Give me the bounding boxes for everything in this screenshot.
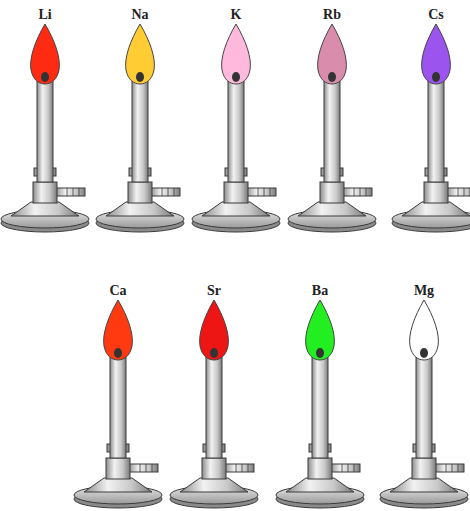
bunsen-burner — [380, 300, 468, 508]
element-label: Mg — [414, 284, 434, 298]
element-label: Cs — [428, 8, 444, 22]
bunsen-burner — [276, 300, 364, 508]
element-label: Ca — [109, 284, 126, 298]
element-label: Ba — [312, 284, 328, 298]
bunsen-burner — [96, 24, 184, 232]
bunsen-burner — [288, 24, 376, 232]
element-label: Rb — [323, 8, 341, 22]
bunsen-burner — [74, 300, 162, 508]
element-label: Na — [131, 8, 148, 22]
bunsen-burner — [192, 24, 280, 232]
element-label: Sr — [207, 284, 221, 298]
element-label: Li — [38, 8, 51, 22]
bunsen-burner — [170, 300, 258, 508]
bunsen-burner — [1, 24, 89, 232]
element-label: K — [231, 8, 242, 22]
bunsen-burner — [392, 24, 470, 232]
